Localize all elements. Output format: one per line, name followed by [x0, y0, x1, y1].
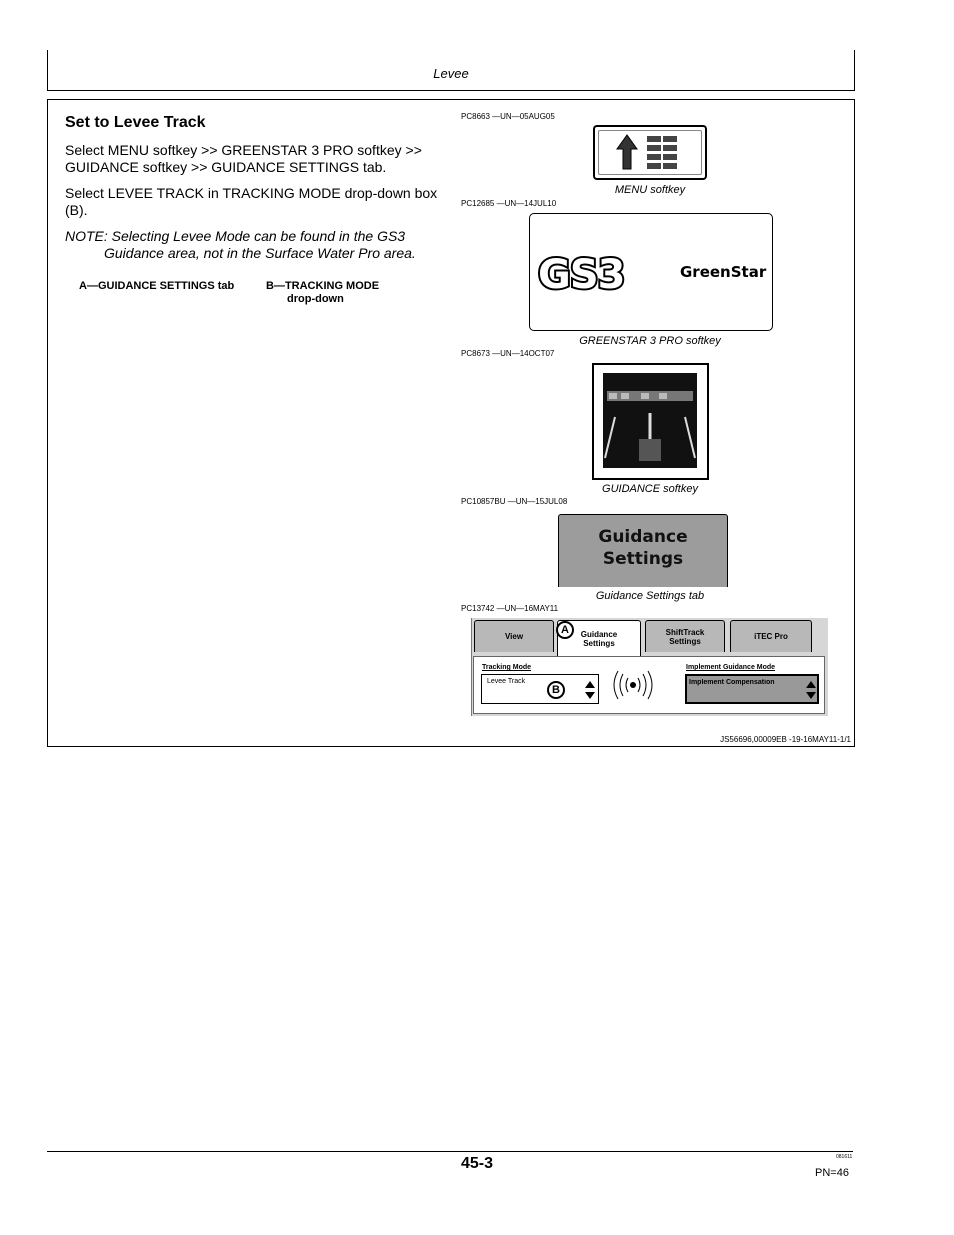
- menu-softkey-inner: [598, 130, 702, 175]
- callout-a: A: [556, 621, 574, 639]
- instruction-paragraph-1: Select MENU softkey >> GREENSTAR 3 PRO s…: [65, 142, 422, 175]
- greenstar-softkey[interactable]: GS3 GreenStar: [529, 213, 773, 331]
- tab-guidance-settings[interactable]: Guidance Settings: [557, 620, 641, 656]
- caption-menu: MENU softkey: [614, 184, 686, 196]
- figure-id-greenstar: PC12685 —UN—14JUL10: [461, 199, 557, 208]
- guidance-tab-line-1: Guidance: [598, 527, 688, 547]
- dropdown-arrows-icon: [806, 681, 816, 699]
- tab-guidance-line-2: Settings: [583, 638, 615, 648]
- menu-softkey[interactable]: [593, 125, 707, 180]
- note-text: NOTE: Selecting Levee Mode can be found …: [65, 228, 450, 262]
- tab-shifttrack-settings[interactable]: ShiftTrack Settings: [645, 620, 725, 652]
- note-line-2: Guidance area, not in the Surface Water …: [104, 245, 416, 261]
- greenstar-brand: GreenStar: [680, 263, 767, 281]
- running-header: Levee: [47, 50, 855, 91]
- figure-id-guidance-tab: PC10857BU —UN—15JUL08: [461, 497, 568, 506]
- tracking-mode-label: Tracking Mode: [482, 664, 532, 671]
- tab-shifttrack-line-2: Settings: [669, 636, 701, 646]
- figure-id-screen: PC13742 —UN—16MAY11: [461, 604, 559, 613]
- tab-guidance-line-1: Guidance: [580, 629, 618, 639]
- tracking-mode-dropdown[interactable]: Levee Track: [481, 674, 599, 704]
- legend-a: A—GUIDANCE SETTINGS tab: [79, 280, 235, 292]
- legend-b: B—TRACKING MODE drop-down: [266, 280, 379, 306]
- page-number: 45-3: [460, 1155, 494, 1172]
- tracking-mode-value: Levee Track: [487, 678, 526, 685]
- settings-panel: Tracking Mode Levee Track B Implement Gu…: [473, 656, 825, 714]
- guidance-settings-tab[interactable]: Guidance Settings: [558, 514, 728, 587]
- implement-mode-dropdown[interactable]: Implement Compensation: [685, 674, 819, 704]
- caption-guidance-tab: Guidance Settings tab: [595, 590, 705, 602]
- figure-id-guidance: PC8673 —UN—14OCT07: [461, 349, 555, 358]
- note-line-1: NOTE: Selecting Levee Mode can be found …: [65, 228, 406, 244]
- gs3-logo: GS3: [536, 250, 628, 300]
- guidance-tab-line-2: Settings: [602, 549, 684, 569]
- footer-rule: [47, 1151, 853, 1152]
- tab-itec-pro[interactable]: iTEC Pro: [730, 620, 812, 652]
- implement-mode-label: Implement Guidance Mode: [686, 664, 776, 671]
- section-heading: Set to Levee Track: [65, 114, 206, 131]
- instruction-paragraph-2: Select LEVEE TRACK in TRACKING MODE drop…: [65, 185, 438, 218]
- caption-greenstar: GREENSTAR 3 PRO softkey: [579, 335, 721, 347]
- legend-b-line-2: drop-down: [287, 293, 344, 305]
- document-id: JS56696,00009EB -19-16MAY11-1/1: [720, 735, 851, 744]
- footer-code: 081611: [836, 1154, 853, 1160]
- legend-b-line-1: B—TRACKING MODE: [266, 280, 380, 292]
- figure-id-menu: PC8663 —UN—05AUG05: [461, 112, 555, 121]
- tab-shifttrack-line-1: ShiftTrack: [665, 627, 705, 637]
- header-title: Levee: [433, 66, 469, 81]
- page-pn: PN=46: [815, 1167, 849, 1179]
- tracking-mode-screen: View Guidance Settings ShiftTrack Settin…: [471, 618, 828, 716]
- content-section: Set to Levee Track Select MENU softkey >…: [47, 99, 855, 747]
- guidance-softkey[interactable]: [592, 363, 709, 480]
- dropdown-arrows-icon: [585, 681, 595, 699]
- tab-view[interactable]: View: [474, 620, 554, 652]
- arrow-up-menu-grid-icon: [616, 134, 677, 170]
- signal-waves-icon: [613, 670, 653, 700]
- caption-guidance: GUIDANCE softkey: [602, 483, 698, 495]
- guidance-lines-icon: [603, 373, 697, 468]
- implement-mode-value: Implement Compensation: [689, 679, 775, 686]
- callout-b: B: [547, 681, 565, 699]
